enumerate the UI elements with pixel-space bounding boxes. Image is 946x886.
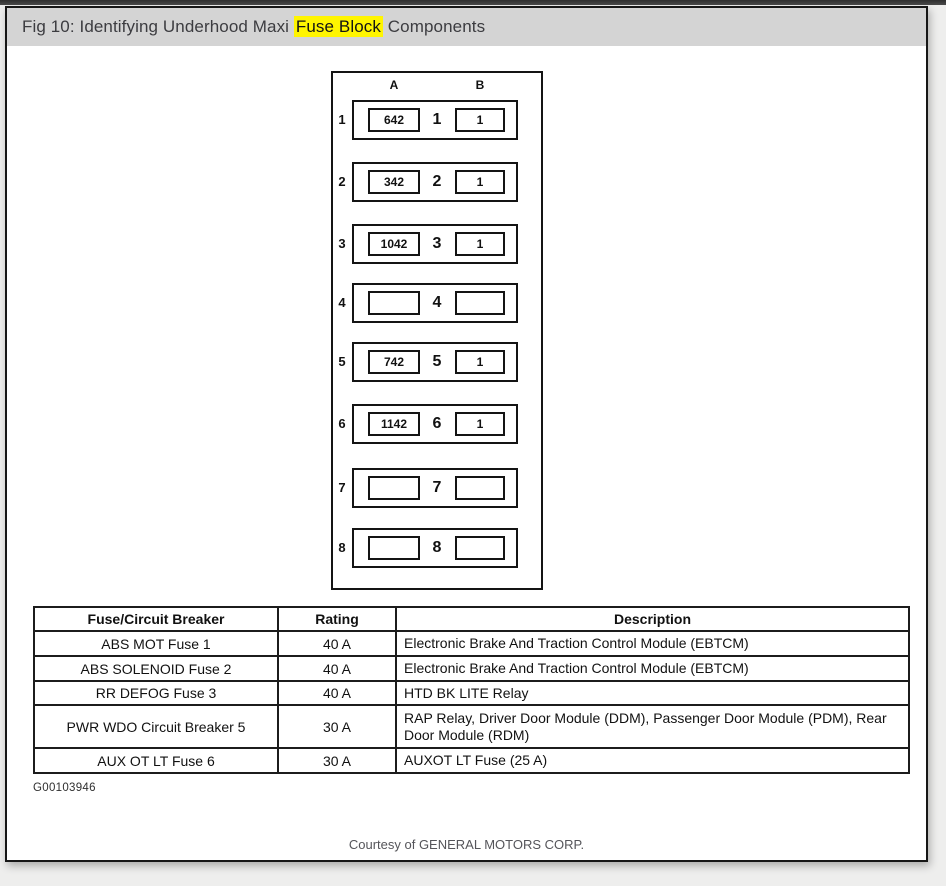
fuse-terminal-a-box: 642 bbox=[368, 108, 420, 132]
table-row: ABS SOLENOID Fuse 2 40 A Electronic Brak… bbox=[33, 655, 910, 682]
fuse-slot-row: 1142 6 1 bbox=[352, 404, 518, 444]
fuse-terminal-b-box: 1 bbox=[455, 232, 505, 256]
fuse-terminal-a-box bbox=[368, 536, 420, 560]
fuse-terminal-b-box: 1 bbox=[455, 170, 505, 194]
column-header-rating: Rating bbox=[277, 606, 397, 632]
fuse-name-cell: PWR WDO Circuit Breaker 5 bbox=[33, 704, 279, 749]
fuse-terminal-b-box bbox=[455, 476, 505, 500]
fuse-name-cell: ABS SOLENOID Fuse 2 bbox=[33, 655, 279, 682]
fuse-terminal-a-box bbox=[368, 291, 420, 315]
description-cell: HTD BK LITE Relay bbox=[395, 680, 910, 706]
fuse-slot-row: 4 bbox=[352, 283, 518, 323]
fuse-slot-row: 7 bbox=[352, 468, 518, 508]
figure-panel: Fig 10: Identifying Underhood Maxi Fuse … bbox=[5, 6, 928, 862]
fuse-slot-row: 8 bbox=[352, 528, 518, 568]
fuse-terminal-a-box: 1042 bbox=[368, 232, 420, 256]
figure-title-bar: Fig 10: Identifying Underhood Maxi Fuse … bbox=[7, 8, 926, 46]
fuse-terminal-a-box: 1142 bbox=[368, 412, 420, 436]
fuse-slot-number: 6 bbox=[432, 415, 442, 432]
figure-title-suffix: Components bbox=[382, 17, 486, 36]
fuse-slot-row: 342 2 1 bbox=[352, 162, 518, 202]
fuse-terminal-b-box bbox=[455, 291, 505, 315]
fuse-slot-number: 5 bbox=[432, 353, 442, 370]
fuse-slot-row: 742 5 1 bbox=[352, 342, 518, 382]
description-cell: Electronic Brake And Traction Control Mo… bbox=[395, 630, 910, 657]
fuse-terminal-a-box: 342 bbox=[368, 170, 420, 194]
fuse-slot-number: 2 bbox=[432, 173, 442, 190]
table-row: PWR WDO Circuit Breaker 5 30 A RAP Relay… bbox=[33, 704, 910, 749]
fuse-terminal-b-box: 1 bbox=[455, 412, 505, 436]
column-header-fuse: Fuse/Circuit Breaker bbox=[33, 606, 279, 632]
fuse-name-cell: AUX OT LT Fuse 6 bbox=[33, 747, 279, 774]
fuse-name-cell: ABS MOT Fuse 1 bbox=[33, 630, 279, 657]
description-cell: Electronic Brake And Traction Control Mo… bbox=[395, 655, 910, 682]
table-header-row: Fuse/Circuit Breaker Rating Description bbox=[33, 606, 910, 632]
rating-cell: 30 A bbox=[277, 747, 397, 774]
fuse-slot-number: 1 bbox=[432, 111, 442, 128]
fuse-terminal-b-box: 1 bbox=[455, 108, 505, 132]
table-row: ABS MOT Fuse 1 40 A Electronic Brake And… bbox=[33, 630, 910, 657]
description-cell: AUXOT LT Fuse (25 A) bbox=[395, 747, 910, 774]
rating-cell: 40 A bbox=[277, 655, 397, 682]
courtesy-line: Courtesy of GENERAL MOTORS CORP. bbox=[348, 837, 585, 852]
fuse-slot-number: 3 bbox=[432, 235, 442, 252]
fuse-description-table: Fuse/Circuit Breaker Rating Description … bbox=[33, 606, 910, 774]
table-row: RR DEFOG Fuse 3 40 A HTD BK LITE Relay bbox=[33, 680, 910, 706]
rating-cell: 40 A bbox=[277, 680, 397, 706]
description-cell: RAP Relay, Driver Door Module (DDM), Pas… bbox=[395, 704, 910, 749]
figure-title-prefix: Fig 10: Identifying Underhood Maxi bbox=[22, 17, 294, 36]
fuse-row-number: 2 bbox=[338, 174, 346, 189]
rating-cell: 30 A bbox=[277, 704, 397, 749]
fuse-slot-row: 642 1 1 bbox=[352, 100, 518, 140]
fuse-row-number: 6 bbox=[338, 416, 346, 431]
fuse-slot-row: 1042 3 1 bbox=[352, 224, 518, 264]
fuse-slot-number: 4 bbox=[432, 294, 442, 311]
fuse-row-number: 7 bbox=[338, 480, 346, 495]
fuse-row-number: 3 bbox=[338, 236, 346, 251]
search-highlight: Fuse Block bbox=[293, 16, 383, 37]
fuse-block-diagram: A B 1 642 1 1 2 342 2 1 3 1042 3 1 4 4 5… bbox=[331, 71, 543, 590]
fuse-row-number: 1 bbox=[338, 112, 346, 127]
fuse-terminal-a-box: 742 bbox=[368, 350, 420, 374]
fuse-slot-number: 7 bbox=[432, 479, 442, 496]
fuse-terminal-a-box bbox=[368, 476, 420, 500]
fuse-name-cell: RR DEFOG Fuse 3 bbox=[33, 680, 279, 706]
fuse-terminal-b-box: 1 bbox=[455, 350, 505, 374]
fuse-row-number: 4 bbox=[338, 295, 346, 310]
rating-cell: 40 A bbox=[277, 630, 397, 657]
column-b-label: B bbox=[475, 78, 485, 92]
window-top-edge bbox=[0, 0, 946, 5]
column-a-label: A bbox=[389, 78, 399, 92]
fuse-slot-number: 8 bbox=[432, 539, 442, 556]
fuse-terminal-b-box bbox=[455, 536, 505, 560]
figure-reference-id: G00103946 bbox=[33, 782, 96, 794]
column-header-desc: Description bbox=[395, 606, 910, 632]
table-row: AUX OT LT Fuse 6 30 A AUXOT LT Fuse (25 … bbox=[33, 747, 910, 774]
fuse-row-number: 5 bbox=[338, 354, 346, 369]
figure-title-text: Fig 10: Identifying Underhood Maxi Fuse … bbox=[22, 16, 486, 37]
fuse-row-number: 8 bbox=[338, 540, 346, 555]
